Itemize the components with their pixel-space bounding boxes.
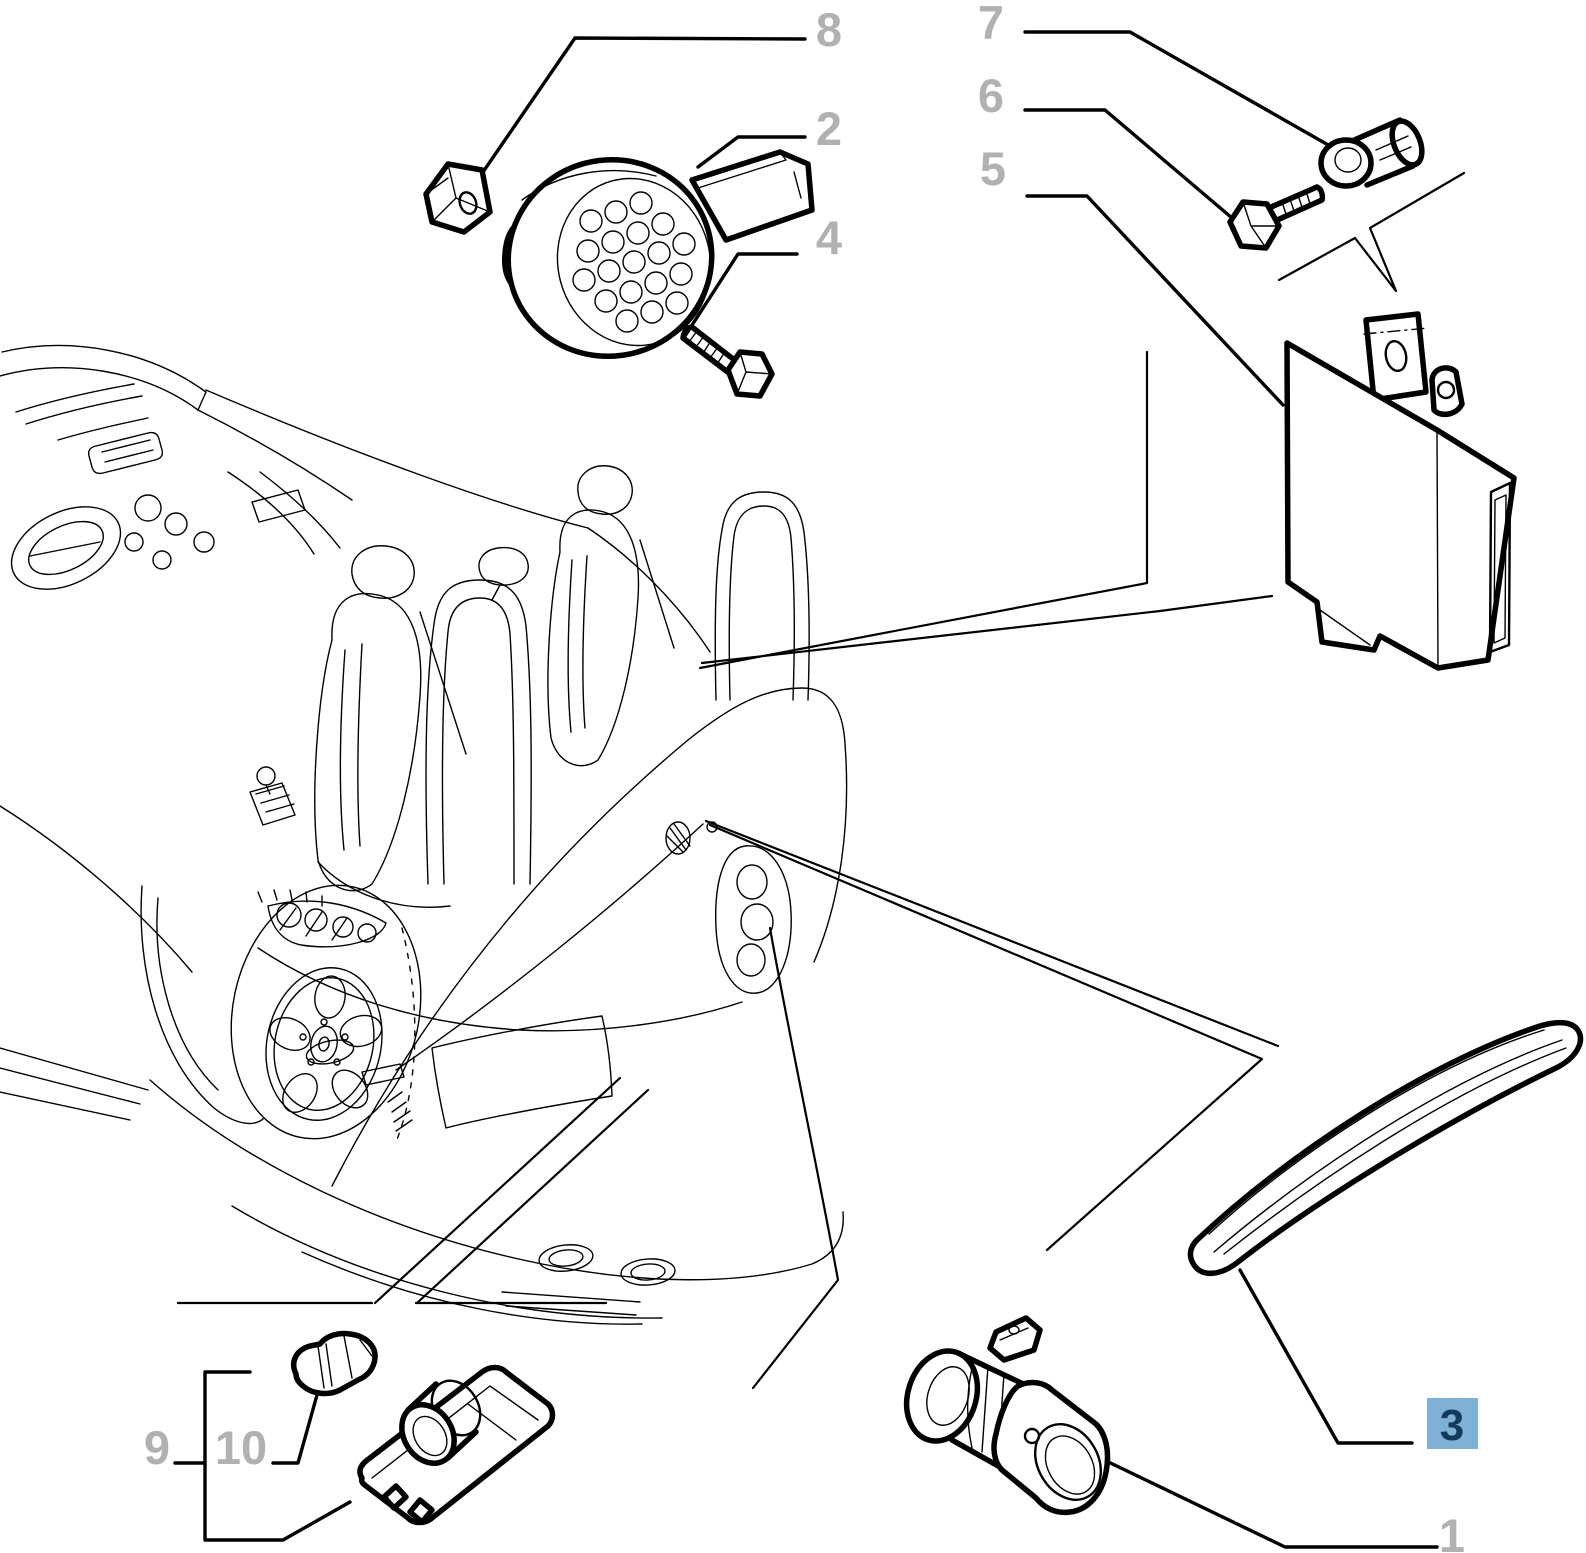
leader-4 (683, 252, 799, 338)
leader-bracket-9 (173, 1370, 352, 1542)
callout-10[interactable]: 10 (215, 1421, 267, 1474)
leader-5 (1025, 194, 1285, 407)
callout-7[interactable]: 7 (978, 0, 1004, 49)
part-parking-sensor (903, 1315, 1111, 1516)
part-control-module (1284, 311, 1517, 671)
part-clip-nut (423, 161, 493, 235)
callout-3: 3 (1440, 1401, 1464, 1450)
leader-10 (271, 1393, 319, 1465)
location-pointer-lines (176, 171, 1466, 1390)
callout-6[interactable]: 6 (978, 69, 1004, 122)
callout-4[interactable]: 4 (816, 211, 842, 264)
callout-8[interactable]: 8 (816, 3, 842, 56)
buzzer-holes (572, 191, 696, 333)
part-bulb (290, 1330, 378, 1397)
callouts: 8 2 4 7 6 5 9 10 1 3 (144, 0, 1478, 1553)
alfa-badge (665, 821, 691, 855)
part-bolt-small (680, 324, 775, 399)
callout-5[interactable]: 5 (980, 142, 1006, 195)
part-trim-strip (1187, 1019, 1584, 1276)
rear-wheel (230, 884, 422, 1143)
module-tab-round (1429, 365, 1465, 418)
module-tab-square (1363, 311, 1429, 403)
part-license-plate-lamp (357, 1364, 556, 1526)
leader-8 (481, 36, 807, 174)
part-buzzer (502, 149, 815, 360)
leader-1 (1096, 1455, 1439, 1549)
callout-9[interactable]: 9 (144, 1421, 170, 1474)
car-illustration (0, 344, 848, 1325)
leader-2 (696, 135, 807, 169)
callout-1[interactable]: 1 (1439, 1509, 1465, 1553)
leader-3 (1238, 1268, 1414, 1445)
part-bolt-flanged (1227, 184, 1326, 251)
part-rivet-nut (1318, 117, 1425, 189)
leader-6 (1023, 108, 1234, 220)
callout-2[interactable]: 2 (816, 102, 842, 155)
callout-3-highlight-box (1427, 1398, 1478, 1449)
callout-leader-lines (173, 30, 1439, 1549)
leader-7 (1023, 30, 1339, 152)
callout-3-highlighted[interactable]: 3 (1427, 1398, 1478, 1450)
